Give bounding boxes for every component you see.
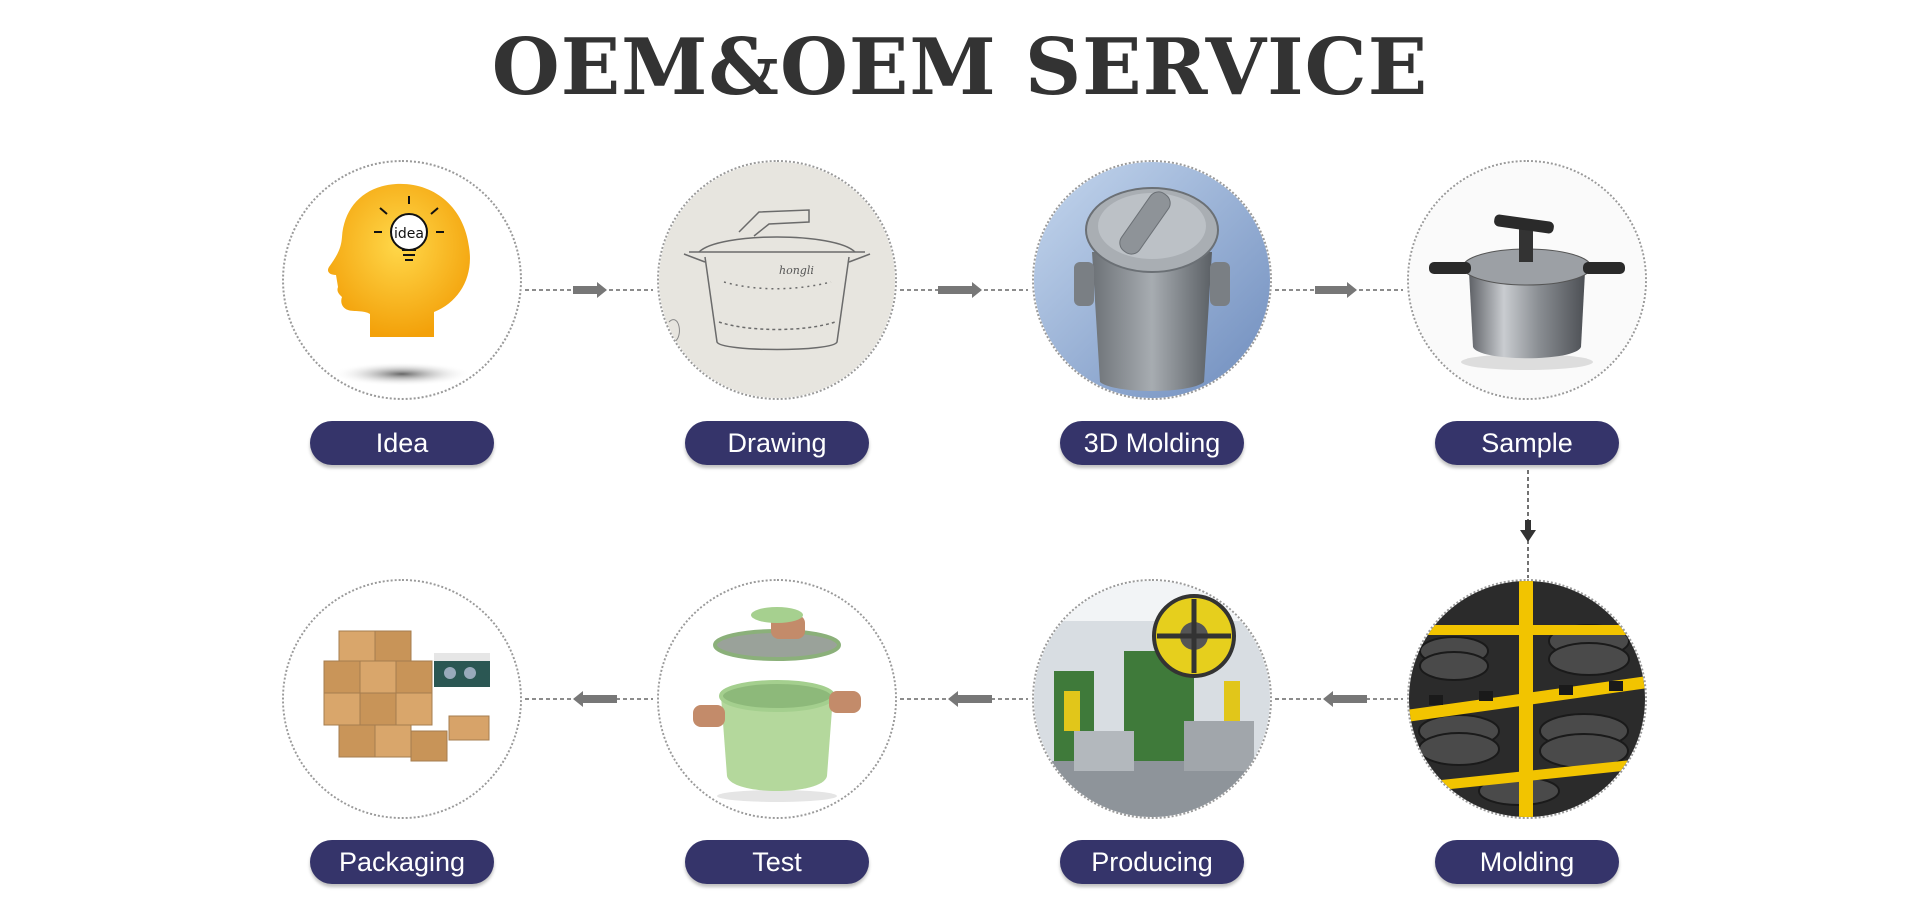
pressure-cooker-icon <box>1409 162 1645 398</box>
arrow-right-icon <box>525 282 653 298</box>
idea-image: idea <box>282 160 522 400</box>
step-label: Producing <box>1060 840 1244 884</box>
arrow-left-icon <box>900 691 1028 707</box>
step-sample: Sample <box>1407 160 1647 480</box>
step-label: Packaging <box>310 840 494 884</box>
arrow-left-icon <box>525 691 653 707</box>
step-drawing: hongli Drawing <box>657 160 897 480</box>
pot-sketch-icon: hongli <box>659 162 895 398</box>
step-label: Molding <box>1435 840 1619 884</box>
step-label: Idea <box>310 421 494 465</box>
green-pot-icon <box>659 581 895 817</box>
producing-image <box>1032 579 1272 819</box>
sample-image <box>1407 160 1647 400</box>
arrow-right-icon <box>1275 282 1403 298</box>
3d-molding-image <box>1032 160 1272 400</box>
cardboard-boxes-icon <box>284 581 520 817</box>
arrow-down-icon <box>1520 470 1536 578</box>
step-3d-molding: 3D Molding <box>1032 160 1272 480</box>
factory-press-icon <box>1034 581 1270 817</box>
step-test: Test <box>657 579 897 899</box>
step-producing: Producing <box>1032 579 1272 899</box>
arrow-right-icon <box>900 282 1028 298</box>
step-molding: Molding <box>1407 579 1647 899</box>
step-label: Sample <box>1435 421 1619 465</box>
step-label: Test <box>685 840 869 884</box>
step-packaging: Packaging <box>282 579 522 899</box>
molding-image <box>1407 579 1647 819</box>
test-image <box>657 579 897 819</box>
step-idea: idea Idea <box>282 160 522 480</box>
svg-text:hongli: hongli <box>779 264 814 277</box>
step-label: Drawing <box>685 421 869 465</box>
packaging-image <box>282 579 522 819</box>
mold-racks-icon <box>1409 581 1645 817</box>
svg-text:idea: idea <box>394 226 424 242</box>
head-lightbulb-icon: idea <box>327 183 472 386</box>
page-title: OEM&OEM SERVICE <box>491 22 1429 113</box>
step-label: 3D Molding <box>1060 421 1244 465</box>
drawing-image: hongli <box>657 160 897 400</box>
3d-pot-model-icon <box>1034 162 1270 398</box>
arrow-left-icon <box>1275 691 1403 707</box>
